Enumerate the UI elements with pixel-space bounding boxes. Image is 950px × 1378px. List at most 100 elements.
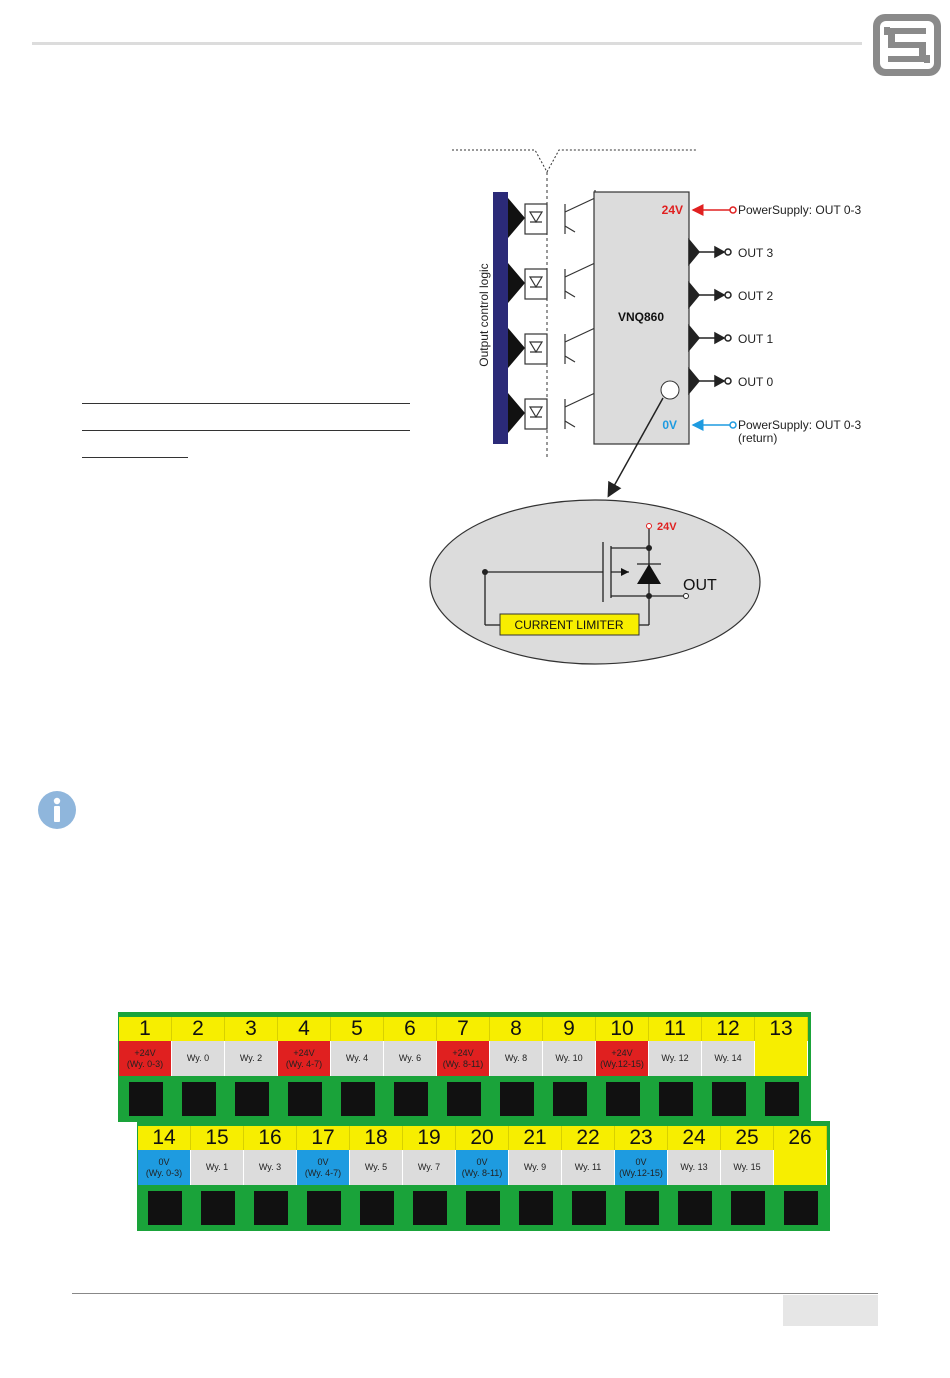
terminal-label-line-1: Wy. 4 bbox=[345, 1053, 369, 1063]
terminal-socket bbox=[499, 1082, 534, 1116]
terminal-socket bbox=[465, 1191, 500, 1225]
terminal-label: +24V(Wy. 4-7) bbox=[278, 1041, 331, 1076]
terminal-socket bbox=[393, 1082, 428, 1116]
terminal-socket bbox=[677, 1191, 712, 1225]
terminal-label-line-1: Wy. 1 bbox=[205, 1162, 229, 1172]
terminal-number: 13 bbox=[755, 1017, 808, 1041]
svg-text:PowerSupply: OUT 0-3: PowerSupply: OUT 0-3 bbox=[738, 203, 861, 217]
terminal-screw-block bbox=[244, 1185, 297, 1231]
terminal-label-line-1: Wy. 6 bbox=[398, 1053, 422, 1063]
terminal-label-line-1: Wy. 8 bbox=[504, 1053, 528, 1063]
terminal-number: 23 bbox=[615, 1126, 668, 1150]
terminal-screw-block bbox=[225, 1076, 278, 1122]
terminal-screw-block bbox=[562, 1185, 615, 1231]
terminal-label-line-2: (Wy. 0-3) bbox=[145, 1167, 183, 1178]
terminal-screw-block bbox=[490, 1076, 543, 1122]
terminal-number: 9 bbox=[543, 1017, 596, 1041]
header-rule bbox=[32, 42, 862, 45]
info-icon bbox=[38, 791, 76, 829]
terminal-label-line-1: Wy. 14 bbox=[714, 1053, 742, 1063]
terminal-label-line-1: Wy. 13 bbox=[680, 1162, 708, 1172]
terminal-number: 5 bbox=[331, 1017, 384, 1041]
terminal-socket bbox=[571, 1191, 606, 1225]
terminal-label-line-1: 0V bbox=[158, 1156, 170, 1167]
terminal-label-line-1: +24V bbox=[293, 1047, 315, 1058]
svg-text:0V: 0V bbox=[662, 418, 677, 432]
svg-text:Output control logic: Output control logic bbox=[477, 263, 491, 366]
terminal-label: Wy. 2 bbox=[225, 1041, 278, 1076]
terminal-screw-block bbox=[138, 1185, 191, 1231]
svg-text:OUT 3: OUT 3 bbox=[738, 246, 773, 260]
terminal-screw-block bbox=[119, 1076, 172, 1122]
terminal-screw-block bbox=[596, 1076, 649, 1122]
terminal: 4+24V(Wy. 4-7) bbox=[278, 1017, 331, 1122]
terminal-socket bbox=[446, 1082, 481, 1116]
terminal-number: 25 bbox=[721, 1126, 774, 1150]
terminal-label bbox=[755, 1041, 808, 1076]
terminal-label: Wy. 6 bbox=[384, 1041, 437, 1076]
svg-text:24V: 24V bbox=[657, 521, 677, 533]
underline-1 bbox=[82, 403, 410, 404]
terminal-screw-block bbox=[668, 1185, 721, 1231]
terminal-screw-block bbox=[615, 1185, 668, 1231]
terminal: 10+24V(Wy.12-15) bbox=[596, 1017, 649, 1122]
terminal-label: Wy. 0 bbox=[172, 1041, 225, 1076]
terminal-label-line-1: 0V bbox=[635, 1156, 647, 1167]
underline-3 bbox=[82, 457, 188, 458]
terminal-socket bbox=[764, 1082, 799, 1116]
terminal-label-line-1: Wy. 7 bbox=[417, 1162, 441, 1172]
terminal-number: 10 bbox=[596, 1017, 649, 1041]
terminal-label-line-2: (Wy. 8-11) bbox=[461, 1167, 503, 1178]
terminal-screw-block bbox=[403, 1185, 456, 1231]
svg-text:PowerSupply: OUT 0-3: PowerSupply: OUT 0-3 bbox=[738, 418, 861, 432]
terminal-label: Wy. 5 bbox=[350, 1150, 403, 1185]
terminal-screw-block bbox=[191, 1185, 244, 1231]
terminal-socket bbox=[359, 1191, 394, 1225]
svg-text:OUT: OUT bbox=[683, 577, 717, 594]
terminal-screw-block bbox=[456, 1185, 509, 1231]
terminal-number: 17 bbox=[297, 1126, 350, 1150]
terminal: 26 bbox=[774, 1126, 827, 1231]
svg-text:OUT 2: OUT 2 bbox=[738, 289, 773, 303]
terminal-number: 14 bbox=[138, 1126, 191, 1150]
underline-2 bbox=[82, 430, 410, 431]
terminal-label: Wy. 12 bbox=[649, 1041, 702, 1076]
terminal-label: +24V(Wy. 0-3) bbox=[119, 1041, 172, 1076]
terminal-label-line-1: 0V bbox=[317, 1156, 329, 1167]
terminal-number: 19 bbox=[403, 1126, 456, 1150]
terminal-label-line-1: +24V bbox=[134, 1047, 156, 1058]
terminal-number: 3 bbox=[225, 1017, 278, 1041]
terminal-label: Wy. 14 bbox=[702, 1041, 755, 1076]
terminal-socket bbox=[730, 1191, 765, 1225]
terminal-number: 20 bbox=[456, 1126, 509, 1150]
terminal-label-line-2: (Wy. 4-7) bbox=[304, 1167, 342, 1178]
output-circuit-diagram: Output control logic VNQ bbox=[429, 149, 861, 665]
terminal-socket bbox=[624, 1191, 659, 1225]
terminal-number: 7 bbox=[437, 1017, 490, 1041]
terminal-label-line-1: Wy. 9 bbox=[523, 1162, 547, 1172]
terminal-number: 21 bbox=[509, 1126, 562, 1150]
svg-text:24V: 24V bbox=[662, 203, 683, 217]
svg-text:CURRENT LIMITER: CURRENT LIMITER bbox=[514, 618, 623, 632]
terminal-screw-block bbox=[297, 1185, 350, 1231]
terminal-label-line-1: Wy. 12 bbox=[661, 1053, 689, 1063]
logo-icon bbox=[873, 14, 941, 76]
footer-rule bbox=[72, 1293, 878, 1294]
terminal-socket bbox=[552, 1082, 587, 1116]
terminal-socket bbox=[181, 1082, 216, 1116]
